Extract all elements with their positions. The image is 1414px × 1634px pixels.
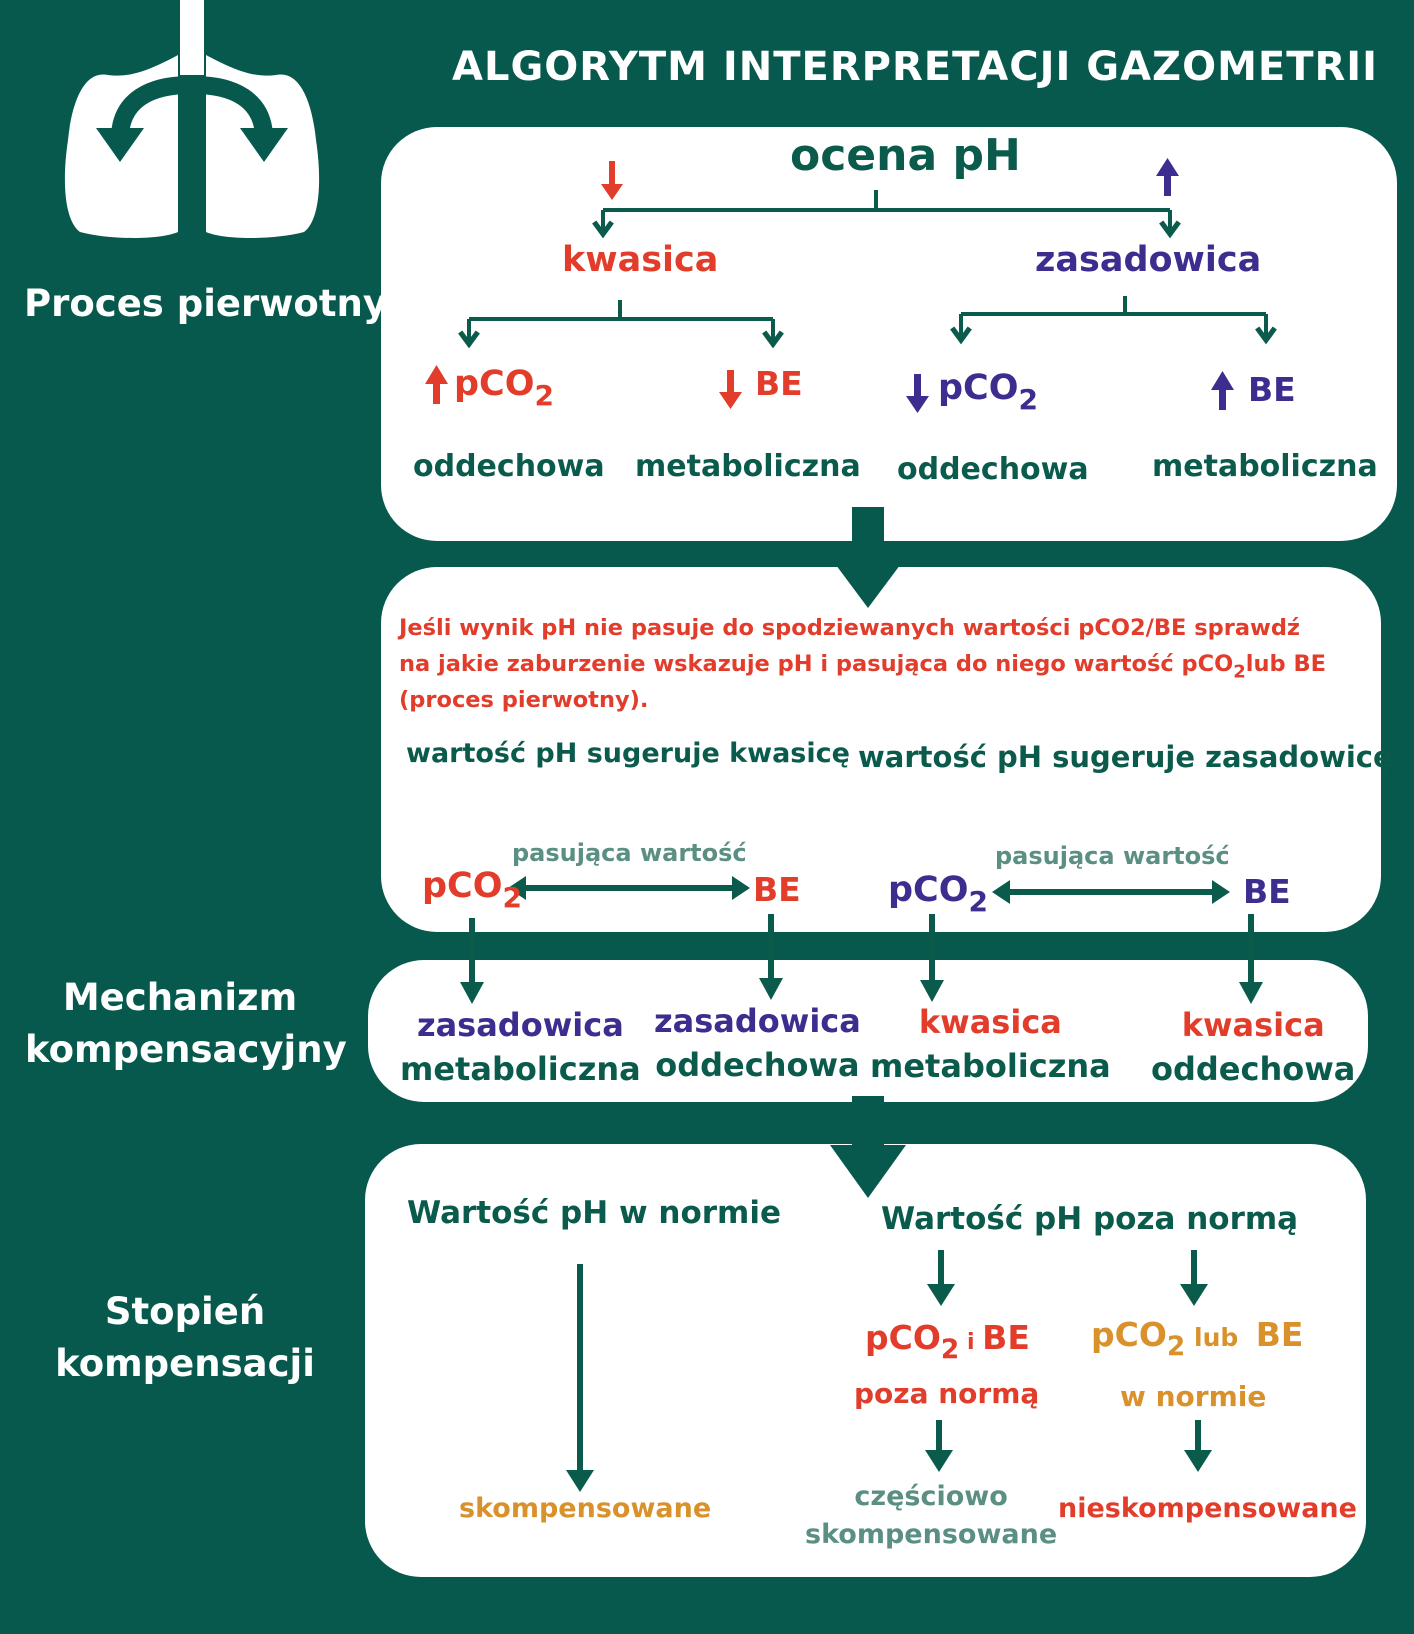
pco2-and-be-label: pCO2 i BE [865,1318,1030,1363]
compensated-label: skompensowane [459,1493,712,1524]
partially-line-1: częściowo [854,1481,1008,1512]
acidosis-label: kwasica [562,240,719,280]
be-alkalosis-match: BE [1243,872,1291,911]
outside-norm-label: poza normą [854,1377,1040,1410]
compensation-metabolic-acidosis: kwasica metaboliczna [870,1000,1111,1088]
label-degree-line1: Stopień [104,1290,266,1333]
and-text: i [959,1330,982,1355]
pco2-subscript: 2 [940,1334,960,1366]
note-line-1: Jeśli wynik pH nie pasuje do spodziewany… [399,615,1301,641]
ph-normal-label: Wartość pH w normie [407,1195,781,1231]
or-text: lub [1185,1323,1255,1352]
label-compensation-mechanism: Mechanizm kompensacyjny [25,972,347,1076]
matching-value-right: pasująca wartość [995,842,1230,870]
box-compensation-degree [365,1144,1366,1577]
pco2-subscript: 2 [1018,382,1038,416]
suggests-acidosis-label: wartość pH sugeruje kwasicę [406,738,850,769]
comp-type-label: kwasica [1181,1006,1325,1044]
be-down-label: BE [755,364,803,403]
note-line-2-text: na jakie zaburzenie wskazuje pH i pasują… [399,651,1234,677]
respiratory-alkalosis-label: oddechowa [897,452,1089,487]
label-compensation-line2: kompensacyjny [25,1028,347,1071]
comp-type-label: zasadowica [654,1002,861,1040]
pco2-subscript: 2 [502,880,522,914]
mismatch-note: Jeśli wynik pH nie pasuje do spodziewany… [399,610,1326,718]
comp-kind-label: metaboliczna [870,1047,1111,1085]
pco2-text: pCO [422,866,503,906]
or-word: lub [1194,1323,1239,1352]
compensation-metabolic-alkalosis: zasadowica metaboliczna [400,1003,641,1091]
pco2-text: pCO [938,368,1019,408]
box-primary-process [381,127,1397,541]
comp-type-label: kwasica [918,1003,1062,1041]
partially-compensated-label: częściowo skompensowane [805,1478,1057,1554]
be-acidosis-match: BE [753,870,801,909]
label-compensation-line1: Mechanizm [62,976,298,1019]
pco2-subscript: 2 [1166,1331,1186,1363]
in-norm-label: w normie [1120,1380,1267,1413]
box-compensation-mechanism [368,960,1368,1102]
pco2-acidosis-match: pCO2 [422,866,522,911]
note-line-2-subscript: 2 [1233,661,1246,683]
comp-kind-label: metaboliczna [400,1050,641,1088]
uncompensated-label: nieskompensowane [1058,1493,1357,1524]
pco2-text: pCO [454,364,535,404]
label-primary-process: Proces pierwotny [24,282,387,325]
be-text: BE [1255,1315,1304,1354]
pco2-up-label: pCO2 [454,364,554,409]
note-line-3: (proces pierwotny). [399,687,649,713]
pco2-text: pCO [888,870,969,910]
compensation-respiratory-acidosis: kwasica oddechowa [1151,1003,1355,1091]
matching-value-left: pasująca wartość [512,839,747,867]
comp-type-label: zasadowica [416,1006,624,1044]
comp-kind-label: oddechowa [655,1046,860,1084]
respiratory-acidosis-label: oddechowa [413,449,605,484]
pco2-text: pCO [1091,1315,1167,1354]
compensation-respiratory-alkalosis: zasadowica oddechowa [654,999,861,1087]
and-word: i [966,1330,975,1355]
be-text: BE [982,1318,1030,1357]
label-compensation-degree: Stopień kompensacji [40,1286,330,1390]
pco2-subscript: 2 [534,378,554,412]
ph-abnormal-label: Wartość pH poza normą [881,1201,1299,1237]
ph-assessment-heading: ocena pH [790,130,1021,181]
partially-line-2: skompensowane [805,1519,1058,1550]
suggests-alkalosis-label: wartość pH sugeruje zasadowicę [858,740,1393,774]
alkalosis-label: zasadowica [1035,240,1262,280]
pco2-text: pCO [865,1318,941,1357]
be-up-label: BE [1248,370,1296,409]
note-line-2: na jakie zaburzenie wskazuje pH i pasują… [399,646,1326,682]
metabolic-alkalosis-label: metaboliczna [1152,449,1378,484]
comp-kind-label: oddechowa [1151,1050,1356,1088]
page-title: ALGORYTM INTERPRETACJI GAZOMETRII [452,44,1379,90]
pco2-alkalosis-match: pCO2 [888,870,988,915]
pco2-or-be-label: pCO2 lub BE [1091,1315,1304,1360]
note-line-2-end: lub BE [1245,651,1326,677]
pco2-subscript: 2 [968,884,988,918]
box-mismatch-check [381,567,1381,932]
label-degree-line2: kompensacji [55,1342,315,1385]
pco2-down-label: pCO2 [938,368,1038,413]
metabolic-acidosis-label: metaboliczna [635,449,861,484]
